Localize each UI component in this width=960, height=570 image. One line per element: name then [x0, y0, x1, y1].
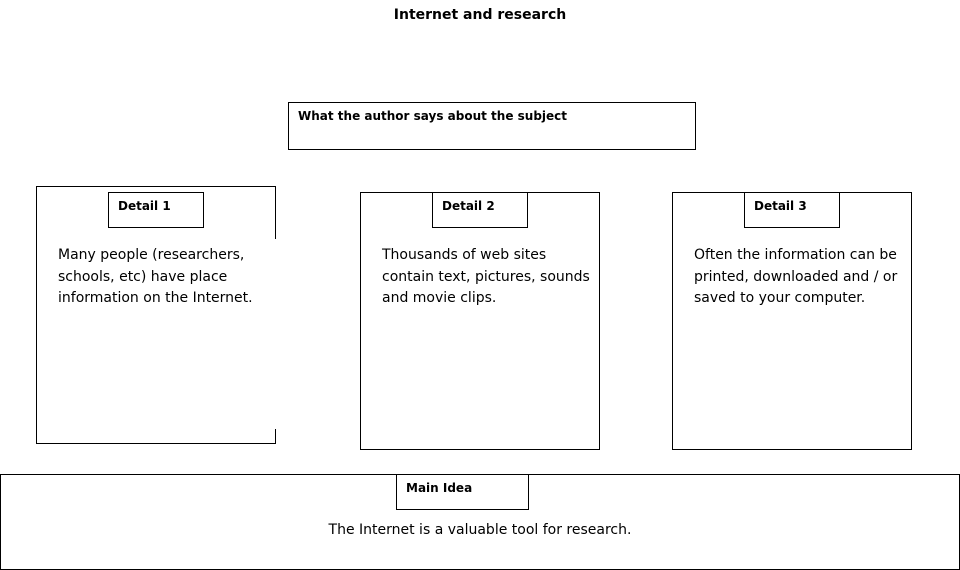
main-idea-label: Main Idea — [406, 481, 473, 495]
main-idea-text: The Internet is a valuable tool for rese… — [328, 522, 632, 538]
detail-2-box: Detail 2 Thousands of web sites contain … — [360, 192, 600, 450]
detail-2-label-box: Detail 2 — [432, 192, 528, 228]
detail-1-label: Detail 1 — [118, 199, 171, 213]
author-box: What the author says about the subject — [288, 102, 696, 150]
detail-3-label: Detail 3 — [754, 199, 807, 213]
detail-1-border-gap — [273, 239, 277, 429]
main-idea-box: Main Idea The Internet is a valuable too… — [0, 474, 960, 570]
detail-3-text: Often the information can be printed, do… — [694, 247, 898, 306]
detail-2-label: Detail 2 — [442, 199, 495, 213]
detail-3-box: Detail 3 Often the information can be pr… — [672, 192, 912, 450]
detail-1-box: Detail 1 Many people (researchers, schoo… — [36, 186, 277, 444]
author-box-label: What the author says about the subject — [298, 109, 568, 123]
detail-2-text: Thousands of web sites contain text, pic… — [382, 247, 590, 306]
detail-3-label-box: Detail 3 — [744, 192, 840, 228]
detail-1-text: Many people (researchers, schools, etc) … — [58, 247, 253, 306]
main-idea-label-box: Main Idea — [396, 474, 529, 510]
detail-1-label-box: Detail 1 — [108, 192, 204, 228]
page-title: Internet and research — [393, 7, 567, 23]
